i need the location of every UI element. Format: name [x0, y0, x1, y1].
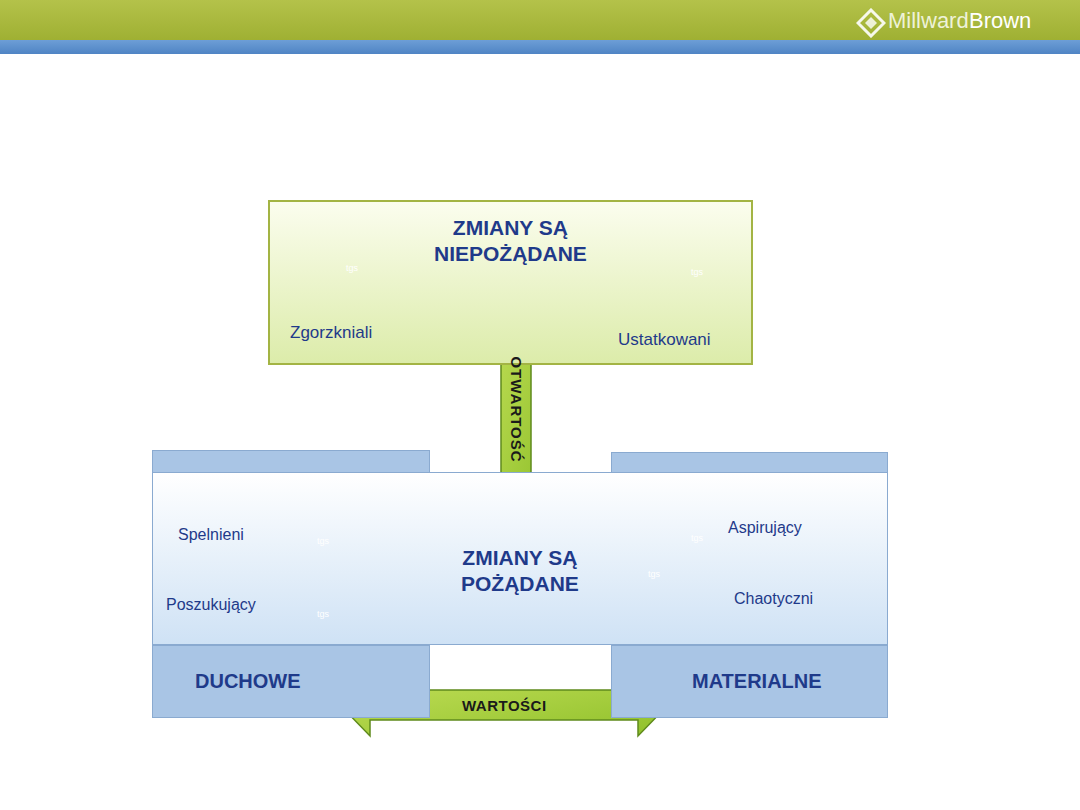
persona-label: Chaotyczni — [734, 590, 813, 608]
persona-name: Spelnieni — [178, 526, 244, 544]
box-title: ZMIANY SĄ POŻĄDANE — [461, 545, 579, 598]
group-box: ZMIANY SĄ NIEPOŻĄDANE Zgorzkniali Ustatkow… — [268, 200, 753, 365]
persona-label: Ustatkowani — [618, 330, 711, 350]
logo-word: Brown — [969, 8, 1031, 34]
badge-text: tgs — [691, 533, 703, 543]
badge-text: tgs — [648, 569, 660, 579]
header-stripe — [0, 40, 1080, 54]
logo-mark — [856, 8, 886, 38]
value-box: DUCHOWE — [152, 645, 430, 718]
persona-name: Ustatkowani — [618, 330, 711, 350]
arrow-label: WARTOŚCI — [462, 697, 547, 714]
group-panel: ZMIANY SĄ POŻĄDANE Spelnieni AspirującyPos… — [152, 472, 888, 645]
persona-name: Zgorzkniali — [290, 323, 372, 343]
persona-name: Chaotyczni — [734, 590, 813, 608]
badge-text: tgs — [317, 536, 329, 546]
persona-label: Poszukujący — [166, 596, 256, 614]
badge-text: tgs — [317, 609, 329, 619]
badge-text: tgs — [691, 267, 703, 277]
box-title: MATERIALNE — [692, 670, 822, 693]
logo-word: Millward — [888, 8, 969, 34]
arrow-label: OTWARTOŚĆ — [508, 356, 525, 462]
badge-text: tgs — [346, 263, 358, 273]
value-box: MATERIALNE — [611, 645, 888, 718]
persona-label: Zgorzkniali — [290, 323, 372, 343]
persona-label: Aspirujący — [728, 519, 802, 537]
persona-name: Poszukujący — [166, 596, 256, 614]
persona-label: Spelnieni — [178, 526, 244, 544]
box-title: ZMIANY SĄ NIEPOŻĄDANE — [434, 215, 587, 268]
persona-name: Aspirujący — [728, 519, 802, 537]
box-title: DUCHOWE — [195, 670, 301, 693]
